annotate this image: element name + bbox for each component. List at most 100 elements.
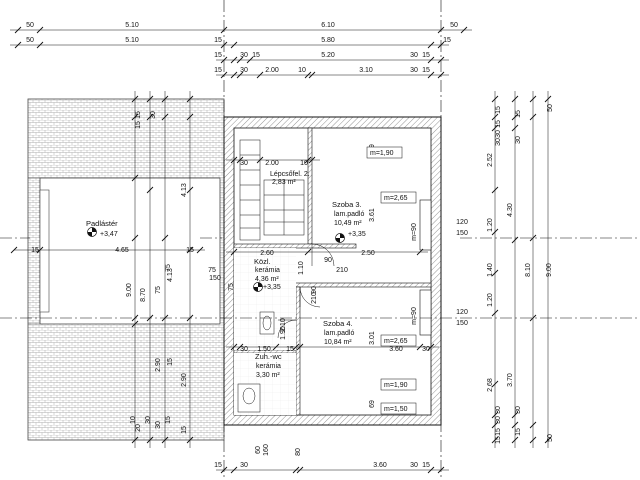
dimension-tick <box>460 26 468 34</box>
dimension-label: 3.61 <box>369 208 376 222</box>
dimension-tick <box>36 246 44 254</box>
dimension-label: 1.40 <box>487 263 494 277</box>
dimension-label: 4.13 <box>167 268 174 282</box>
dimension-label: 5.10 <box>125 37 139 44</box>
dimension-label: 5.20 <box>321 52 335 59</box>
floor-szoba3: lam.padló <box>334 211 364 218</box>
dimension-tick <box>437 41 445 49</box>
dimension-label: 210 <box>336 267 348 274</box>
dimension-label: 2.90 <box>181 373 188 387</box>
dimension-tick <box>131 234 139 242</box>
dimension-tick <box>236 156 244 164</box>
dimension-label: 15 <box>31 247 39 254</box>
dimension-label: 3.70 <box>507 373 514 387</box>
dimension-tick <box>491 436 499 444</box>
dimension-label: 1.50 <box>257 346 271 353</box>
dimension-tick <box>230 41 238 49</box>
dimension-tick <box>14 26 22 34</box>
dimension-label: 150 <box>456 320 468 327</box>
dimension-label: 30 <box>240 462 248 469</box>
dimension-label: 150 <box>209 275 221 282</box>
ceiling-height-box <box>380 334 417 347</box>
dimension-label: 30 <box>240 160 248 167</box>
dimension-label: 15 <box>515 428 522 436</box>
dimension-label: 75 <box>228 283 235 291</box>
dimension-label: 15 <box>495 106 502 114</box>
level-markers <box>87 227 345 292</box>
dimension-label: 160 <box>263 444 270 456</box>
dimension-label: 15 <box>515 110 522 118</box>
dimension-tick <box>146 113 154 121</box>
dimension-label: 30 <box>240 67 248 74</box>
dimension-label: 5.10 <box>125 22 139 29</box>
dimension-label: 8.10 <box>525 263 532 277</box>
dimension-tick <box>230 71 238 79</box>
dimension-tick <box>186 436 194 444</box>
dimension-tick <box>186 186 194 194</box>
room-name-zuhwc: Zuh.-wc <box>255 352 282 361</box>
floor-kozl: kerámia <box>255 267 280 274</box>
dimension-tick <box>544 95 552 103</box>
ceiling-height-label: m=90 <box>411 223 418 241</box>
dimension-tick <box>427 41 435 49</box>
dimension-label: 15 <box>495 436 502 444</box>
dimension-label: 2.00 <box>265 160 279 167</box>
ceiling-height-label: m=1,50 <box>384 406 408 413</box>
level-padlaster: +3,47 <box>100 231 118 238</box>
dimension-tick <box>236 56 244 64</box>
level-marker-icon <box>253 282 263 292</box>
dimension-tick <box>296 343 304 351</box>
dimension-tick <box>230 343 238 351</box>
ceiling-height-box <box>366 146 403 159</box>
dimension-tick <box>529 234 537 242</box>
dimension-label: 15 <box>443 37 451 44</box>
dimension-label: 5.80 <box>321 37 335 44</box>
dimension-tick <box>308 156 316 164</box>
dimension-tick <box>230 248 238 256</box>
dimension-label: 15 <box>214 52 222 59</box>
dimension-tick <box>36 41 44 49</box>
dimension-tick <box>131 314 139 322</box>
dimension-label: 15 <box>181 426 188 434</box>
dimension-label: 3.60 <box>373 462 387 469</box>
area-szoba4: 10,84 m² <box>324 339 352 346</box>
dimension-label: 2.68 <box>487 378 494 392</box>
dimension-label: 75 <box>155 286 162 294</box>
dimension-tick <box>196 246 204 254</box>
dimension-tick <box>186 95 194 103</box>
level-marker-icon <box>87 227 97 237</box>
dimension-tick <box>308 71 316 79</box>
dimension-tick <box>186 314 194 322</box>
dimension-tick <box>246 56 254 64</box>
dimension-tick <box>292 343 300 351</box>
dimension-tick <box>161 234 169 242</box>
dimension-label: 120 <box>456 219 468 226</box>
dimension-tick <box>416 343 424 351</box>
dimension-label: 30 <box>515 136 522 144</box>
dimension-label: 10 <box>130 416 137 424</box>
dimension-label: 30 <box>422 346 430 353</box>
dimension-tick <box>146 314 154 322</box>
dimension-tick <box>230 466 238 474</box>
dimension-tick <box>544 436 552 444</box>
dimension-tick <box>230 56 238 64</box>
dimension-tick <box>131 95 139 103</box>
area-zuhwc: 3,30 m² <box>256 372 280 379</box>
dimension-label: 2.52 <box>487 153 494 167</box>
room-name-kozl: Közl. <box>254 257 271 266</box>
level-szoba3: +3,35 <box>348 231 366 238</box>
dimension-tick <box>437 56 445 64</box>
dimension-tick <box>491 95 499 103</box>
dimension-tick <box>161 113 169 121</box>
dimension-tick <box>511 95 519 103</box>
dimension-label: 30 <box>145 416 152 424</box>
dimension-tick <box>256 71 264 79</box>
dimension-label: 210 <box>311 292 318 304</box>
dimension-tick <box>236 343 244 351</box>
dimension-tick <box>36 26 44 34</box>
dimension-lines <box>10 26 552 474</box>
dimension-tick <box>14 41 22 49</box>
dimension-label: 15 <box>214 37 222 44</box>
